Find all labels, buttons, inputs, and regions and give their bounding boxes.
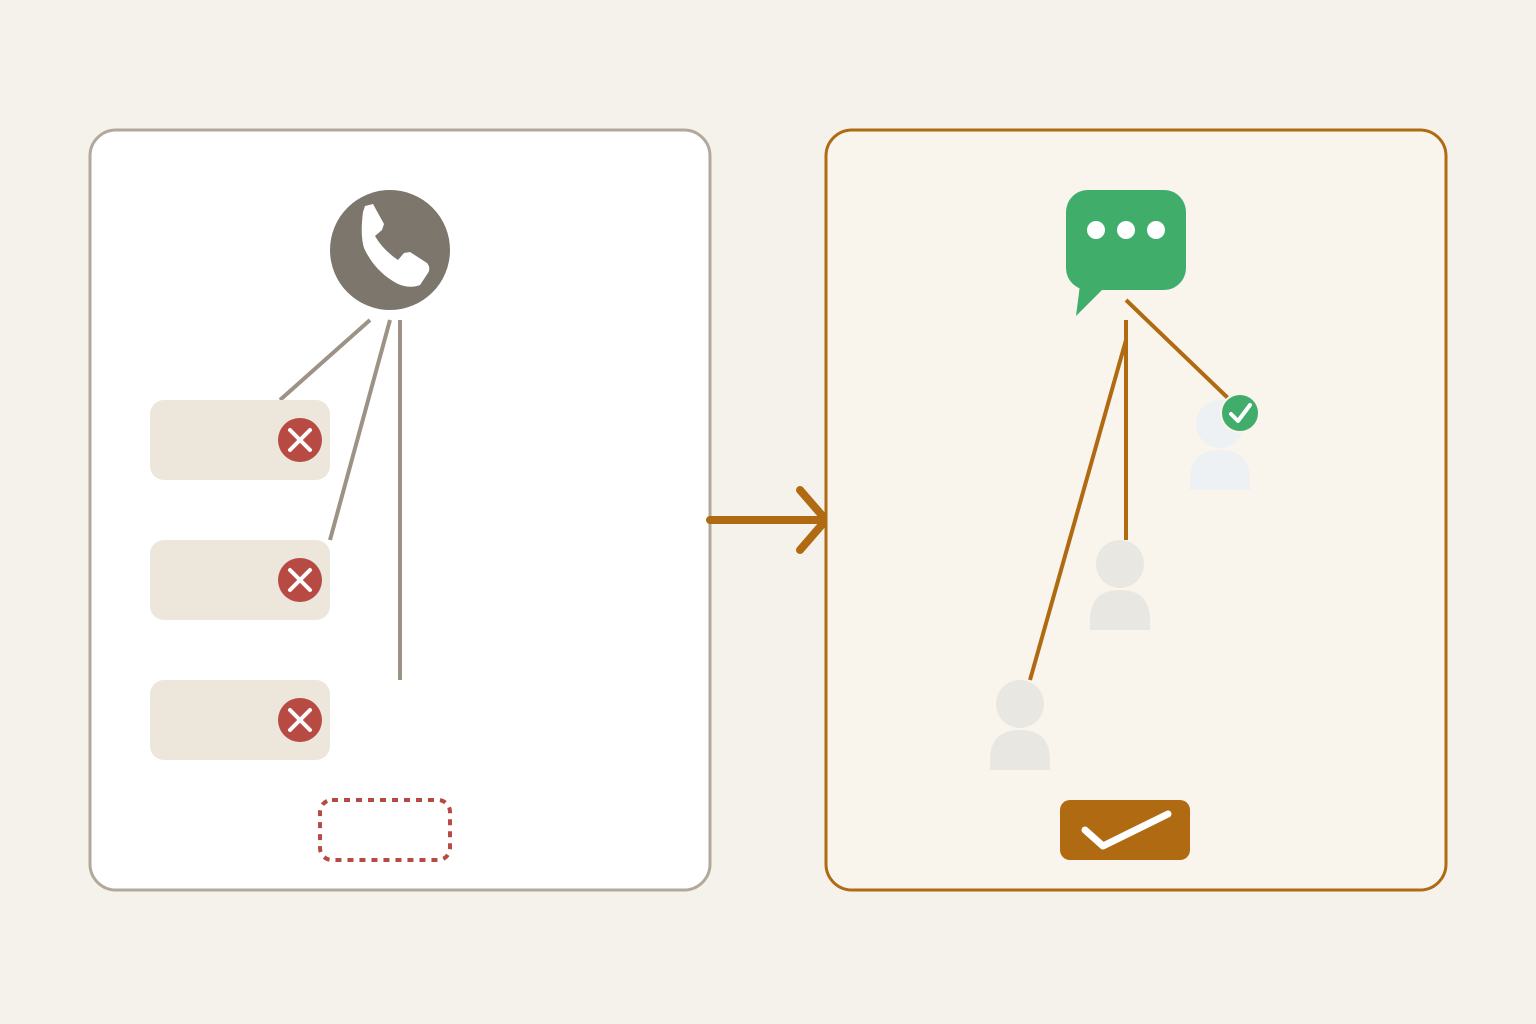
connector-line	[1028, 339, 1128, 681]
attempt-slot	[150, 540, 330, 620]
connector-line	[278, 318, 372, 402]
after-connectors	[1028, 298, 1232, 681]
after-panel-frame	[824, 128, 1448, 892]
checkmark-icon	[1060, 800, 1190, 860]
person-icon	[1090, 540, 1150, 630]
attempt-item	[150, 680, 330, 760]
chat-bubble-icon	[1066, 190, 1186, 316]
connector-line	[1124, 298, 1232, 402]
attempt-slot	[150, 680, 330, 760]
phone-badge	[330, 190, 450, 310]
check-circle-icon	[1220, 393, 1260, 433]
x-circle-icon	[278, 418, 322, 462]
attempt-slot	[150, 400, 330, 480]
person-icon	[990, 680, 1050, 770]
x-circle-icon	[278, 698, 322, 742]
attempt-item	[150, 400, 330, 480]
connector-line	[328, 319, 392, 541]
arrow-right-icon	[706, 486, 830, 554]
phone-icon	[361, 204, 430, 287]
unresolved-slot	[318, 798, 452, 862]
before-connectors	[278, 318, 402, 680]
phone-hub	[330, 190, 450, 310]
x-circle-icon	[278, 558, 322, 602]
before-panel	[88, 128, 712, 892]
after-panel	[824, 128, 1448, 892]
attempt-item	[150, 540, 330, 620]
